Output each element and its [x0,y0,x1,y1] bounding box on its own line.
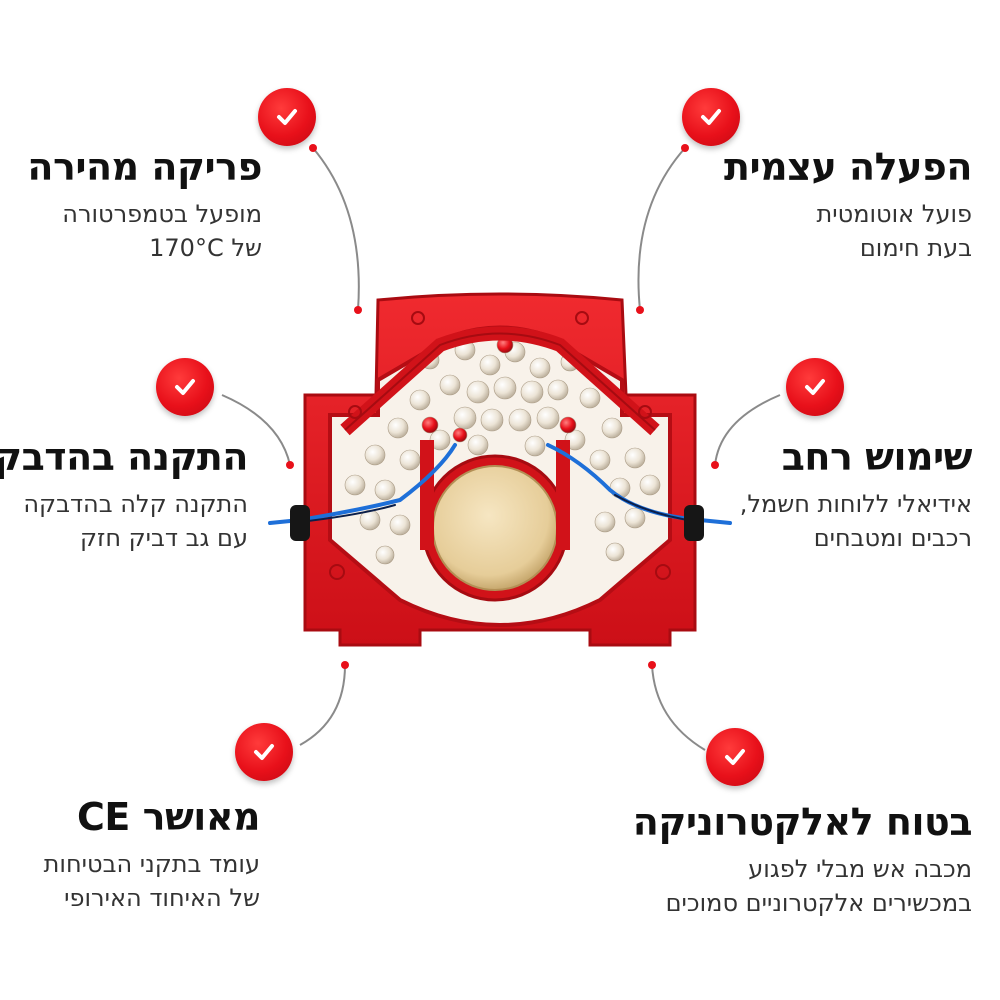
feature-desc-line: רכבים ומטבחים [813,524,972,552]
feature-description: עומד בתקני הבטיחות של האיחוד האירופי [44,847,260,915]
extinguishing-balls [344,336,661,565]
feature-description: אידיאלי ללוחות חשמל, רכבים ומטבחים [740,487,972,555]
wire-grommets [290,505,704,541]
feature-description: התקנה קלה בהדבקה עם גב דביק חזק [0,487,248,555]
connector-dots [286,144,719,669]
check-icon [156,358,214,416]
feature-title: הפעלה עצמית [724,145,973,189]
capsule [432,465,558,591]
feature-adhesive-install: התקנה בהדבקה התקנה קלה בהדבקה עם גב דביק… [0,435,249,555]
feature-desc-line: מופעל בטמפרטורה [62,200,262,228]
feature-wide-use: שימוש רחב אידיאלי ללוחות חשמל, רכבים ומט… [740,435,973,555]
feature-desc-line: אידיאלי ללוחות חשמל, [739,490,972,518]
feature-description: מופעל בטמפרטורה של 170°C [27,197,262,265]
feature-title: מאושר CE [77,795,261,839]
feature-title: פריקה מהירה [27,145,262,189]
feature-desc-line: פועל אוטומטית [816,200,972,228]
check-icon [235,723,293,781]
check-icon [706,728,764,786]
check-icon [682,88,740,146]
feature-desc-line: של האיחוד האירופי [64,884,260,912]
feature-title: שימוש רחב [781,435,973,479]
feature-quick-discharge: פריקה מהירה מופעל בטמפרטורה של 170°C [27,145,262,265]
feature-self-activation: הפעלה עצמית פועל אוטומטית בעת חימום [724,145,973,265]
feature-desc-line: של 170°C [149,234,262,262]
feature-title: התקנה בהדבקה [0,435,249,479]
feature-description: פועל אוטומטית בעת חימום [724,197,972,265]
feature-description: מכבה אש מבלי לפגוע במכשירים אלקטרוניים ס… [633,852,972,920]
feature-desc-line: בעת חימום [859,234,972,262]
connector-lines [221,147,781,751]
feature-desc-line: במכשירים אלקטרוניים סמוכים [665,889,972,917]
feature-desc-line: עם גב דביק חזק [80,524,248,552]
feature-electronics-safe: בטוח לאלקטרוניקה מכבה אש מבלי לפגוע במכש… [632,800,973,920]
feature-title: בטוח לאלקטרוניקה [632,800,973,844]
feature-desc-line: עומד בתקני הבטיחות [43,850,260,878]
feature-desc-line: מכבה אש מבלי לפגוע [748,855,972,883]
check-icon [258,88,316,146]
feature-ce-approved: מאושר CE עומד בתקני הבטיחות של האיחוד הא… [44,795,261,915]
feature-desc-line: התקנה קלה בהדבקה [23,490,248,518]
check-icon [786,358,844,416]
